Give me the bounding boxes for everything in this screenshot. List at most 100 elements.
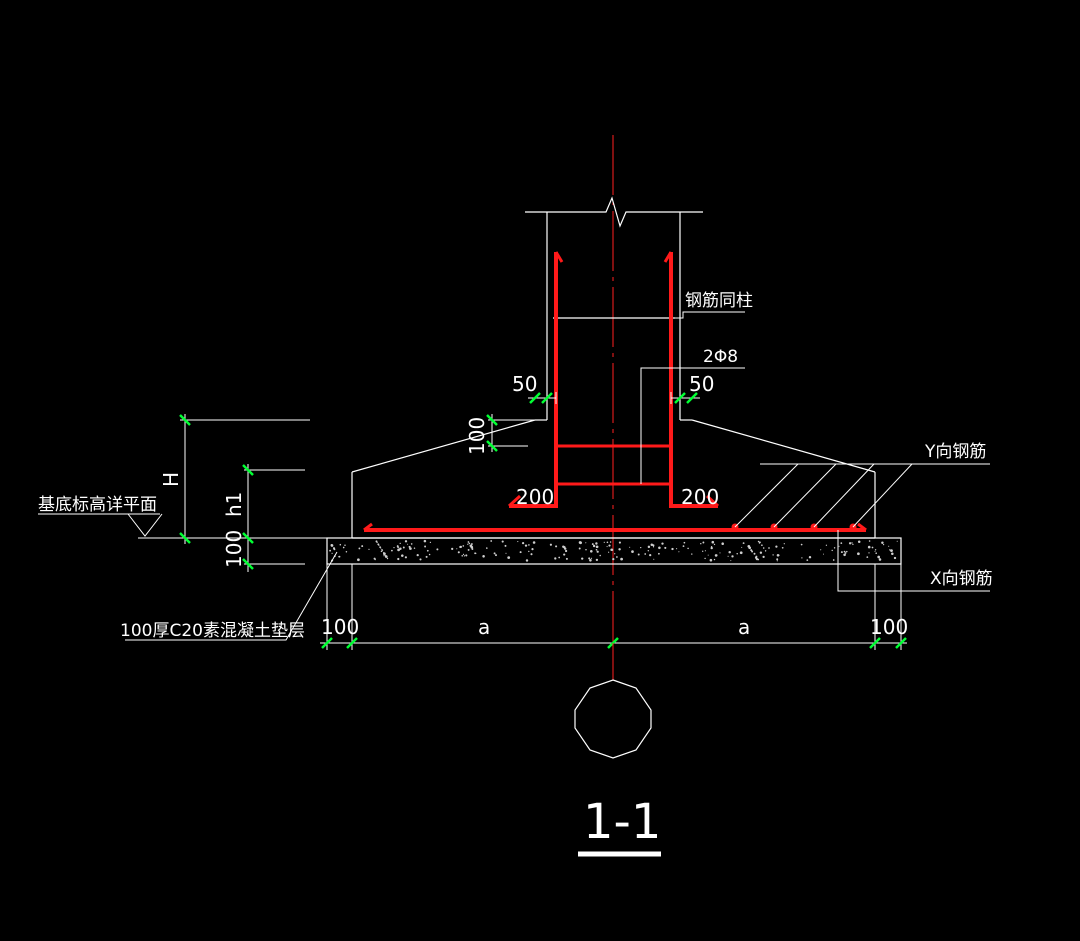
cushion-speckle	[425, 555, 428, 558]
cushion-speckle	[739, 551, 743, 555]
cushion-speckle	[357, 558, 360, 562]
cushion-speckle	[399, 547, 402, 551]
cushion-speckle	[840, 542, 843, 544]
cushion-speckle	[590, 557, 593, 559]
label-stirrup: 2Φ8	[703, 347, 738, 367]
cushion-speckle	[891, 553, 894, 555]
cushion-speckle	[683, 541, 686, 544]
cushion-speckle	[563, 553, 566, 556]
cushion-speckle	[867, 545, 871, 549]
cushion-speckle	[857, 552, 860, 556]
cushion-speckle	[832, 559, 835, 561]
cushion-speckle	[563, 547, 567, 550]
cushion-speckle	[857, 540, 861, 543]
cushion-speckle	[495, 554, 497, 557]
cushion-speckle	[825, 544, 828, 546]
dim-cover-left: 50	[512, 372, 537, 396]
cushion-speckle	[386, 557, 389, 560]
cushion-speckle	[504, 544, 507, 547]
cushion-speckle	[465, 554, 468, 557]
cushion-speckle	[868, 552, 870, 554]
cushion-speckle	[707, 554, 709, 556]
cushion-speckle	[852, 543, 854, 546]
cushion-speckle	[728, 550, 731, 554]
cushion-speckle	[840, 551, 843, 554]
cushion-speckle	[843, 550, 846, 553]
cushion-speckle	[361, 545, 364, 548]
cushion-speckle	[727, 555, 729, 557]
cushion-speckle	[753, 552, 756, 555]
cushion-speckle	[376, 541, 378, 544]
cushion-speckle	[875, 552, 877, 554]
cushion-speckle	[528, 544, 530, 546]
cushion-speckle	[710, 546, 713, 550]
cushion-speckle	[721, 542, 724, 545]
cushion-speckle	[618, 541, 621, 544]
cushion-speckle	[614, 553, 616, 555]
cushion-speckle	[893, 556, 897, 560]
cushion-speckle	[521, 541, 525, 545]
cushion-speckle	[554, 557, 557, 560]
dim-cover-right: 50	[689, 372, 714, 396]
cushion-speckle	[874, 550, 876, 552]
cushion-speckle	[436, 548, 439, 551]
cushion-speckle	[711, 540, 715, 544]
cushion-speckle	[383, 555, 385, 557]
cushion-speckle	[578, 547, 581, 550]
cushion-speckle	[608, 544, 611, 547]
cushion-speckle	[609, 541, 612, 543]
cushion-speckle	[330, 544, 334, 547]
cushion-speckle	[413, 547, 416, 549]
cushion-speckle	[781, 546, 784, 549]
cushion-speckle	[647, 550, 649, 552]
cushion-speckle	[379, 546, 381, 548]
cushion-speckle	[482, 555, 485, 558]
cushion-speckle	[848, 542, 852, 545]
cushion-speckle	[800, 543, 803, 546]
cushion-speckle	[501, 540, 504, 543]
cushion-speckle	[429, 541, 432, 544]
cushion-speckle	[888, 545, 890, 547]
cushion-speckle	[344, 544, 346, 547]
dim-step-100: 100	[465, 417, 489, 455]
cushion-speckle	[761, 544, 763, 547]
cushion-speckle	[368, 548, 370, 551]
cushion-speckle	[647, 545, 651, 549]
cushion-speckle	[426, 549, 429, 552]
cushion-speckle	[750, 549, 753, 552]
cushion-speckle	[704, 550, 706, 552]
cushion-speckle	[879, 558, 881, 560]
cushion-speckle	[710, 545, 713, 548]
section-marker	[574, 643, 652, 759]
rebar	[363, 251, 867, 532]
cushion-speckle	[391, 549, 393, 552]
cushion-speckle	[470, 545, 474, 549]
cushion-speckle	[416, 553, 419, 557]
cushion-speckle	[652, 546, 655, 548]
cushion-speckle	[751, 550, 754, 553]
cushion-speckle	[470, 543, 473, 545]
cushion-speckle	[419, 558, 422, 561]
cushion-speckle	[714, 554, 718, 557]
cushion-speckle	[731, 555, 734, 558]
cushion-speckle	[772, 554, 774, 556]
cushion-speckle	[399, 542, 401, 545]
cushion-speckle	[846, 550, 848, 553]
cushion-speckle	[882, 543, 885, 546]
cushion-speckle	[342, 546, 345, 549]
cushion-speckle	[468, 542, 471, 545]
cushion-speckle	[564, 549, 568, 553]
cushion-speckle	[704, 557, 706, 560]
cushion-speckle	[653, 558, 655, 560]
cushion-speckle	[838, 545, 840, 547]
cushion-speckle	[776, 560, 778, 562]
cushion-speckle	[868, 540, 871, 542]
cushion-speckle	[517, 541, 519, 543]
cushion-speckle	[719, 552, 721, 554]
cushion-speckle	[775, 545, 778, 548]
cushion-speckle	[755, 557, 759, 561]
cushion-speckle	[661, 542, 664, 545]
cushion-speckle	[588, 557, 591, 560]
cushion-speckle	[691, 553, 693, 555]
